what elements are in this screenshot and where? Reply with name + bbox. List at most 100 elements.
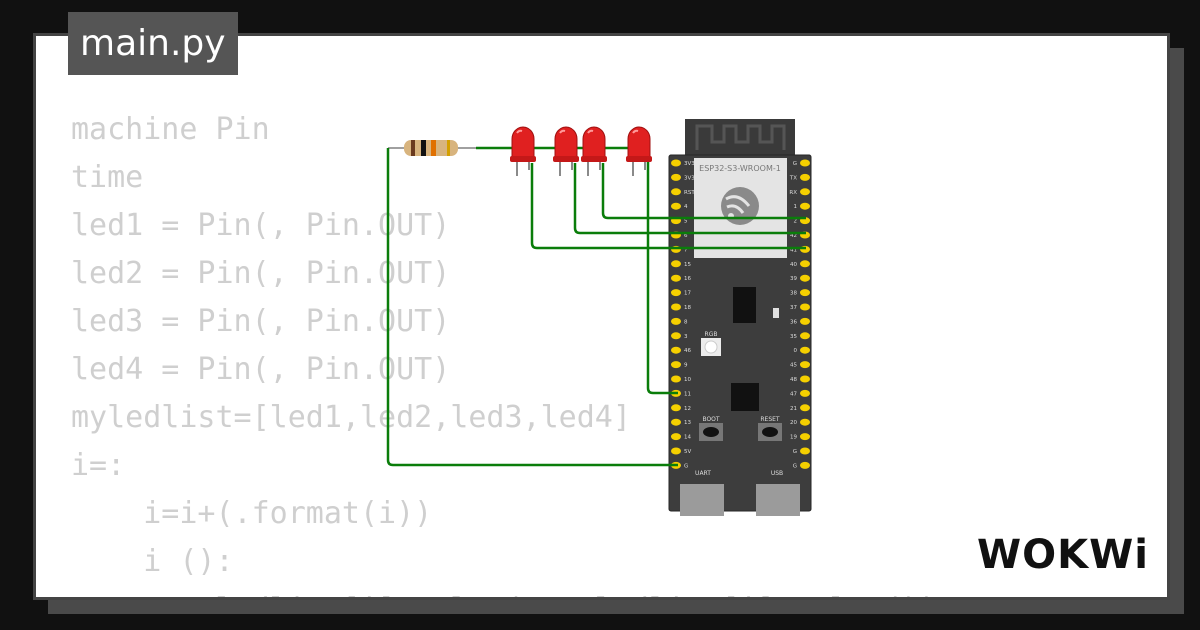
preview-card (33, 33, 1170, 600)
pin-right[interactable] (800, 274, 810, 282)
led-2[interactable] (553, 126, 579, 176)
wire-led1[interactable] (530, 163, 806, 250)
pin-label-right: 36 (790, 319, 797, 325)
code-line: time (71, 160, 144, 195)
pin-label-right: 19 (790, 435, 797, 441)
code-line: machine Pin (71, 112, 270, 147)
pin-label-right: 20 (790, 420, 797, 426)
pin-label-right: 40 (790, 262, 797, 268)
pin-label-right: RX (789, 190, 797, 196)
wire-led3[interactable] (601, 163, 806, 220)
pin-label-left: 3V3 (684, 161, 695, 167)
code-line: led2 = Pin(, Pin.OUT) (71, 256, 451, 291)
pin-right[interactable] (800, 389, 810, 397)
pin-right[interactable] (800, 173, 810, 181)
wire-led-anode[interactable] (476, 146, 678, 395)
pin-label-right: 0 (794, 348, 798, 354)
pin-left[interactable] (671, 202, 681, 210)
pin-left[interactable] (671, 447, 681, 455)
pin-right[interactable] (800, 260, 810, 268)
pin-left[interactable] (671, 404, 681, 412)
pin-label-left: G (684, 463, 688, 469)
usb-port (756, 484, 800, 516)
pin-left[interactable] (671, 289, 681, 297)
pin-label-left: 13 (684, 420, 691, 426)
code-line: ledlist[i].value(not ledlist[i].value()) (71, 586, 937, 597)
pin-left[interactable] (671, 303, 681, 311)
pin-label-right: G (793, 161, 797, 167)
pin-label-left: 7 (684, 247, 688, 253)
pin-label-left: 5V (684, 449, 691, 455)
wokwi-logo-text: WOKWi (977, 532, 1149, 577)
pin-right[interactable] (800, 289, 810, 297)
pin-label-right: 39 (790, 276, 797, 282)
pin-label-left: 46 (684, 348, 691, 354)
pin-label-left: 4 (684, 204, 688, 210)
code-line: i=i+(.format(i)) (71, 496, 433, 531)
pin-left[interactable] (671, 375, 681, 383)
pin-right[interactable] (800, 188, 810, 196)
pin-left[interactable] (671, 346, 681, 354)
pin-right[interactable] (800, 317, 810, 325)
pin-left[interactable] (671, 260, 681, 268)
wire-ground[interactable] (386, 148, 678, 467)
boot-label: BOOT (702, 416, 719, 423)
pin-right[interactable] (800, 375, 810, 383)
pin-label-right: 37 (790, 305, 797, 311)
wokwi-logo: WOKWi (977, 532, 1149, 577)
pin-label-right: 48 (790, 377, 797, 383)
espressif-logo-icon (721, 187, 759, 225)
pin-left[interactable] (671, 173, 681, 181)
resistor[interactable] (388, 140, 476, 156)
esp32-s3-board[interactable]: ESP32-S3-WROOM-1 RGB BOOT RESET UART USB… (668, 119, 812, 516)
pin-left[interactable] (671, 274, 681, 282)
pin-label-right: G (793, 449, 797, 455)
reset-label: RESET (760, 416, 780, 423)
code-line: led1 = Pin(, Pin.OUT) (71, 208, 451, 243)
pin-label-right: 21 (790, 406, 797, 412)
pin-right[interactable] (800, 332, 810, 340)
chip-top (733, 287, 756, 323)
pin-label-left: 8 (684, 319, 688, 325)
pin-label-left: RST (684, 190, 695, 196)
pin-left[interactable] (671, 317, 681, 325)
pin-left[interactable] (671, 433, 681, 441)
pin-left[interactable] (671, 418, 681, 426)
pin-right[interactable] (800, 346, 810, 354)
led-1[interactable] (510, 126, 536, 176)
pin-label-left: 15 (684, 262, 691, 268)
pin-right[interactable] (800, 447, 810, 455)
pin-right[interactable] (800, 303, 810, 311)
pin-label-right: 47 (790, 391, 797, 397)
led-4[interactable] (626, 126, 652, 176)
usb-label: USB (771, 470, 783, 477)
pin-label-left: 18 (684, 305, 691, 311)
pin-label-left: 16 (684, 276, 691, 282)
pin-right[interactable] (800, 202, 810, 210)
pin-label-left: 10 (684, 377, 691, 383)
filename-tab: main.py (68, 12, 238, 75)
pin-right[interactable] (800, 433, 810, 441)
pin-left[interactable] (671, 159, 681, 167)
pin-label-right: 2 (794, 219, 798, 225)
pin-left[interactable] (671, 361, 681, 369)
code-line: led3 = Pin(, Pin.OUT) (71, 304, 451, 339)
pin-left[interactable] (671, 188, 681, 196)
led-3[interactable] (581, 126, 607, 176)
pin-label-left: 3V3 (684, 175, 695, 181)
card-content: machine Pin time led1 = Pin(, Pin.OUT) led2… (33, 33, 1170, 600)
pin-left[interactable] (671, 332, 681, 340)
pin-label-left: 14 (684, 435, 691, 441)
pin-right[interactable] (800, 418, 810, 426)
pin-right[interactable] (800, 404, 810, 412)
module-label: ESP32-S3-WROOM-1 (699, 164, 781, 173)
pin-label-right: 42 (790, 233, 797, 239)
pin-label-left: 12 (684, 406, 691, 412)
pin-label-left: 17 (684, 291, 691, 297)
pin-right[interactable] (800, 159, 810, 167)
pin-right[interactable] (800, 361, 810, 369)
wire-led2[interactable] (573, 163, 806, 235)
pin-right[interactable] (800, 461, 810, 469)
pin-label-right: TX (789, 175, 797, 181)
pin-label-right: 1 (794, 204, 798, 210)
